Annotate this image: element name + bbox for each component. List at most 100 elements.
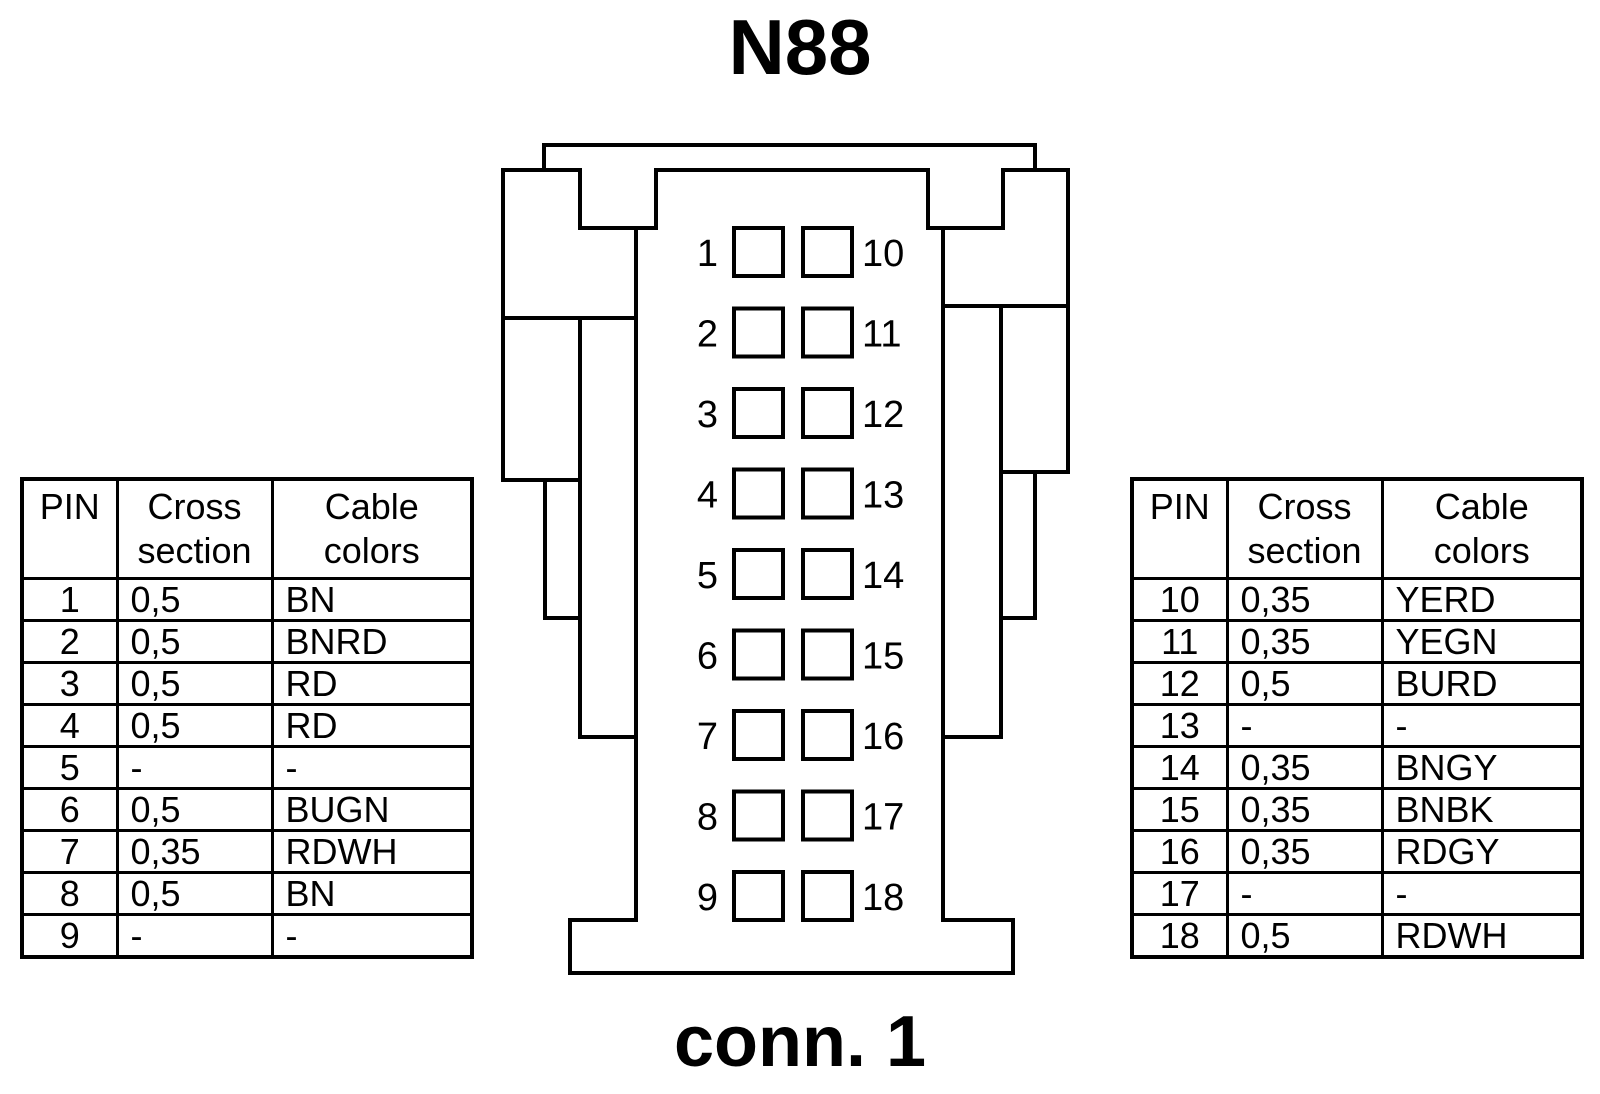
pin-number-left: 2 bbox=[697, 314, 718, 356]
pin-number-left: 6 bbox=[697, 636, 718, 678]
cross-section-cell: 0,35 bbox=[115, 829, 274, 874]
pin-number-right: 10 bbox=[862, 233, 904, 275]
cross-section-cell: - bbox=[115, 913, 274, 959]
pin-cell: 1 bbox=[20, 577, 119, 622]
cross-section-cell: 0,35 bbox=[1225, 619, 1384, 664]
pin-cell: 9 bbox=[20, 913, 119, 959]
connector-top-bar bbox=[542, 143, 1037, 170]
cable-color-cell: RD bbox=[270, 703, 474, 748]
connector-body-outline bbox=[501, 168, 1070, 975]
pin-number-right: 18 bbox=[862, 877, 904, 919]
pin-box-left bbox=[732, 467, 785, 520]
pin-number-right: 15 bbox=[862, 636, 904, 678]
connector-name: conn. 1 bbox=[673, 1002, 927, 1082]
pin-box-right bbox=[801, 226, 854, 278]
pin-cell: 5 bbox=[20, 745, 119, 790]
pin-box-right bbox=[801, 628, 854, 681]
cross-section-cell: 0,5 bbox=[115, 577, 274, 622]
pin-cell: 17 bbox=[1130, 871, 1229, 916]
pin-number-left: 4 bbox=[697, 475, 718, 517]
cable-color-cell: YERD bbox=[1380, 577, 1584, 622]
cross-section-cell: 0,35 bbox=[1225, 787, 1384, 832]
pin-cell: 15 bbox=[1130, 787, 1229, 832]
pin-number-left: 1 bbox=[697, 233, 718, 275]
header-pin: PIN bbox=[1130, 477, 1229, 580]
pin-number-left: 3 bbox=[697, 394, 718, 436]
pin-box-right bbox=[801, 387, 854, 439]
table-row: 13-- bbox=[1130, 703, 1584, 748]
pin-cell: 11 bbox=[1130, 619, 1229, 664]
cable-color-cell: BNRD bbox=[270, 619, 474, 664]
pin-box-right bbox=[801, 709, 854, 761]
pin-number-left: 9 bbox=[697, 877, 718, 919]
cable-color-cell: RDGY bbox=[1380, 829, 1584, 874]
cross-section-cell: 0,5 bbox=[1225, 913, 1384, 959]
pin-number-right: 14 bbox=[862, 555, 904, 597]
pin-number-left: 5 bbox=[697, 555, 718, 597]
cross-section-cell: 0,5 bbox=[115, 661, 274, 706]
pin-box-right bbox=[801, 789, 854, 842]
pin-box-left bbox=[732, 306, 785, 359]
pin-number-right: 12 bbox=[862, 394, 904, 436]
pin-box-right bbox=[801, 548, 854, 600]
pin-box-left bbox=[732, 387, 785, 439]
pin-cell: 3 bbox=[20, 661, 119, 706]
pin-number-left: 8 bbox=[697, 797, 718, 839]
cross-section-cell: 0,5 bbox=[115, 619, 274, 664]
pin-number-right: 13 bbox=[862, 475, 904, 517]
cable-color-cell: RDWH bbox=[270, 829, 474, 874]
cross-section-cell: - bbox=[1225, 871, 1384, 916]
pin-box-left bbox=[732, 709, 785, 761]
cable-color-cell: - bbox=[1380, 703, 1584, 748]
cable-color-cell: BN bbox=[270, 577, 474, 622]
cable-color-cell: BURD bbox=[1380, 661, 1584, 706]
pin-cell: 2 bbox=[20, 619, 119, 664]
pin-box-left bbox=[732, 789, 785, 842]
cable-color-cell: - bbox=[270, 913, 474, 959]
cable-color-cell: BNGY bbox=[1380, 745, 1584, 790]
cable-color-cell: RD bbox=[270, 661, 474, 706]
table-row: 9-- bbox=[20, 913, 474, 959]
pin-box-right bbox=[801, 870, 854, 922]
table-row: 5-- bbox=[20, 745, 474, 790]
cable-color-cell: YEGN bbox=[1380, 619, 1584, 664]
pin-cell: 7 bbox=[20, 829, 119, 874]
pin-cell: 8 bbox=[20, 871, 119, 916]
cross-section-cell: - bbox=[1225, 703, 1384, 748]
pin-cell: 18 bbox=[1130, 913, 1229, 959]
pin-cell: 12 bbox=[1130, 661, 1229, 706]
cross-section-cell: 0,35 bbox=[1225, 745, 1384, 790]
cable-color-cell: BNBK bbox=[1380, 787, 1584, 832]
diagram-title: N88 bbox=[728, 3, 872, 91]
pin-number-left: 7 bbox=[697, 716, 718, 758]
pin-box-left bbox=[732, 548, 785, 600]
cross-section-cell: 0,35 bbox=[1225, 577, 1384, 622]
pin-box-left bbox=[732, 226, 785, 278]
pin-cell: 6 bbox=[20, 787, 119, 832]
cross-section-cell: 0,5 bbox=[115, 871, 274, 916]
pin-box-left bbox=[732, 870, 785, 922]
pin-cell: 13 bbox=[1130, 703, 1229, 748]
cross-section-cell: 0,35 bbox=[1225, 829, 1384, 874]
pin-cell: 14 bbox=[1130, 745, 1229, 790]
pin-number-right: 17 bbox=[862, 797, 904, 839]
